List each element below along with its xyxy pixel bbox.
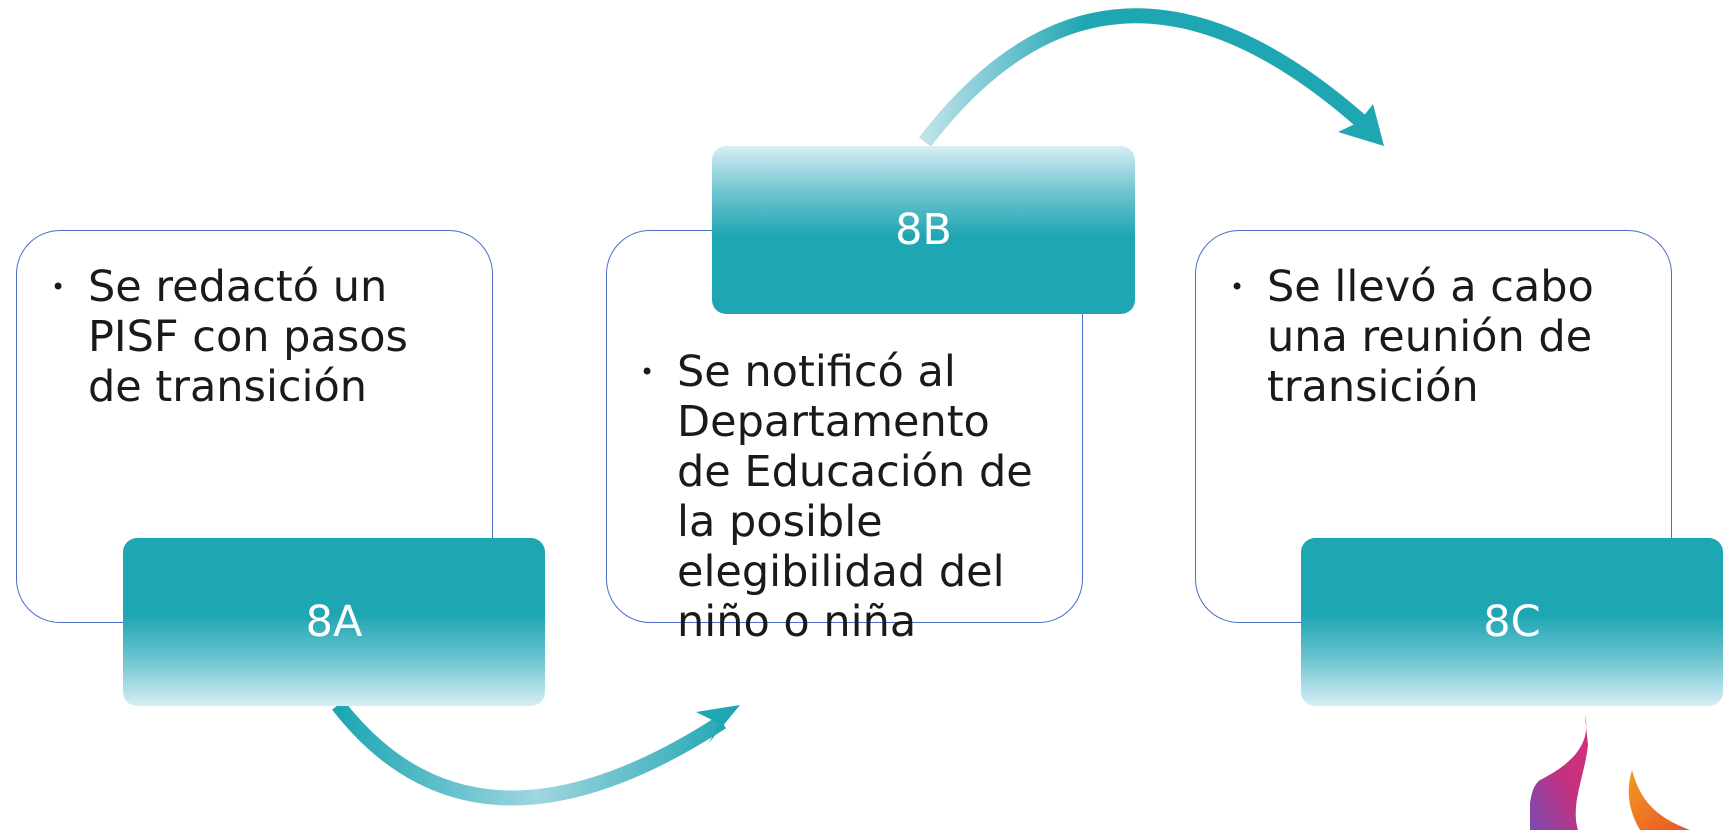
bullet-icon: • — [640, 358, 655, 386]
brand-logo — [1530, 715, 1690, 830]
step-8b-description: Se notificó al Departamento de Educación… — [677, 347, 1033, 647]
step-8b-label-text: 8B — [895, 205, 952, 255]
step-8a-bullet-item: • Se redactó un PISF con pasos de transi… — [51, 262, 458, 412]
step-8c-description: Se llevó a cabo una reunión de transició… — [1267, 262, 1594, 412]
logo-magenta-petal — [1530, 715, 1588, 830]
step-8a-text: • Se redactó un PISF con pasos de transi… — [51, 262, 458, 412]
bullet-icon: • — [51, 273, 66, 301]
logo-orange-petal — [1628, 770, 1690, 830]
arrowhead-8c — [1338, 104, 1384, 146]
arrowhead-8b — [696, 705, 740, 744]
step-8c-label-text: 8C — [1483, 597, 1541, 647]
step-8c-bullet-item: • Se llevó a cabo una reunión de transic… — [1230, 262, 1637, 412]
step-8b-bullet-item: • Se notificó al Departamento de Educaci… — [640, 347, 1047, 647]
step-8c-label: 8C — [1301, 538, 1723, 706]
arrow-8b-to-8c — [919, 8, 1384, 147]
step-8a-description: Se redactó un PISF con pasos de transici… — [88, 262, 408, 412]
step-8c-text: • Se llevó a cabo una reunión de transic… — [1230, 262, 1637, 412]
arrow-8a-to-8b — [332, 700, 740, 806]
step-8a-label-text: 8A — [305, 597, 363, 647]
step-8b-text: • Se notificó al Departamento de Educaci… — [640, 347, 1047, 647]
step-8a-label: 8A — [123, 538, 545, 706]
step-8b-label: 8B — [712, 146, 1135, 314]
bullet-icon: • — [1230, 273, 1245, 301]
